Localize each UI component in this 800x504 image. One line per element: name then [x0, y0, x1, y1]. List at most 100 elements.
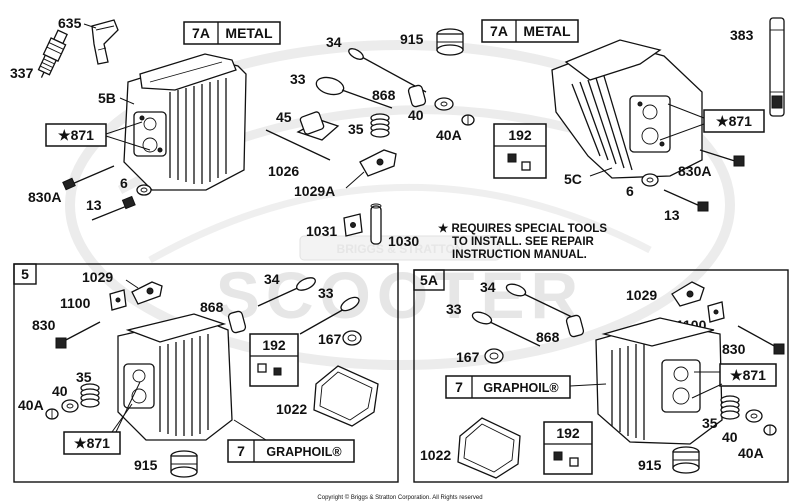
p5a-label-35: 35	[702, 415, 718, 431]
star-icon: ★	[58, 127, 71, 143]
spark-plug-group: 635 337	[10, 15, 119, 81]
label-1031: 1031	[306, 223, 337, 239]
label-830a-right: 830A	[678, 163, 711, 179]
sleeve-868-top	[407, 84, 427, 108]
p5a-label-871: 871	[743, 367, 767, 383]
label-830a-left: 830A	[28, 189, 61, 205]
cylinder-head-p5a	[595, 317, 723, 445]
p5-label-871: 871	[87, 435, 111, 451]
label-1026: 1026	[268, 163, 299, 179]
valve-34-top	[348, 48, 427, 93]
valve-45	[296, 111, 340, 141]
tube-383	[769, 17, 785, 117]
label-45: 45	[276, 109, 292, 125]
spring-35-top	[370, 113, 390, 138]
note-line-3: INSTRUCTION MANUAL.	[452, 249, 587, 261]
label-915-top: 915	[400, 31, 424, 47]
seal-915-top	[436, 28, 464, 56]
p5a-label-192: 192	[556, 425, 580, 441]
label-6-left: 6	[120, 175, 128, 191]
label-7a-right-text: METAL	[523, 23, 571, 39]
box-192-p5: 192	[249, 333, 299, 387]
label-33-top: 33	[290, 71, 306, 87]
p5-label-40: 40	[52, 383, 68, 399]
label-383: 383	[730, 27, 754, 43]
p5a-graphoil: GRAPHOIL®	[483, 381, 559, 395]
p5-label-40a: 40A	[18, 397, 44, 413]
label-13-right: 13	[664, 207, 680, 223]
p5a-label-1029: 1029	[626, 287, 657, 303]
bolt-830a-right	[699, 149, 745, 167]
panel-5a: 5A 34 33 1029 1100 868 167	[413, 269, 789, 483]
note-line-2: TO INSTALL. SEE REPAIR	[452, 236, 595, 248]
label-868-top: 868	[372, 87, 396, 103]
svg-text:★871: ★871	[716, 113, 752, 129]
panel-5: 5 1029 1100 830 34 33 868	[13, 263, 399, 483]
watermark-badge-text: BRIGGS & STRATTON	[337, 242, 464, 256]
p5-label-915: 915	[134, 457, 158, 473]
bolt-830a-left	[62, 165, 115, 191]
p5-label-167: 167	[318, 331, 342, 347]
p5-label-192: 192	[262, 337, 286, 353]
p5-graphoil: GRAPHOIL®	[266, 445, 342, 459]
seal-915-p5a	[672, 446, 700, 474]
washer-6-left	[136, 184, 152, 196]
valve-33-top	[315, 76, 393, 109]
keeper-40a-p5	[45, 408, 59, 420]
label-1030: 1030	[388, 233, 419, 249]
svg-text:★871: ★871	[730, 367, 766, 383]
valve-33-p5	[299, 296, 360, 335]
seal-167-p5a	[484, 348, 504, 364]
keeper-40a-p5a	[763, 424, 777, 436]
label-635: 635	[58, 15, 82, 31]
note-line-1: ★ REQUIRES SPECIAL TOOLS	[438, 222, 607, 235]
rocker-1029-p5	[131, 281, 163, 305]
guide-1031	[343, 213, 363, 237]
panel-5-id: 5	[21, 266, 29, 282]
bolt-13-left	[91, 195, 136, 221]
gasket-1022-p5	[313, 365, 379, 427]
p5-label-35: 35	[76, 369, 92, 385]
washer-6-right	[641, 173, 659, 187]
washer-40-p5a	[745, 409, 763, 423]
bolt-830-p5a	[737, 325, 785, 355]
bolt-13-right	[663, 189, 709, 212]
gasket-1022-p5a	[457, 417, 521, 479]
label-871-left: 871	[71, 127, 95, 143]
spark-plug-boot-drawing	[91, 19, 119, 65]
p5a-label-830: 830	[722, 341, 746, 357]
valve-34-p5	[257, 277, 316, 307]
graphoil-box-p5: 7 GRAPHOIL®	[227, 419, 355, 463]
pushrod-1026	[265, 129, 331, 161]
p5a-label-34: 34	[480, 279, 496, 295]
sleeve-868-p5	[227, 310, 247, 334]
p5a-label-40: 40	[722, 429, 738, 445]
metal-box-left: 7A METAL	[183, 21, 281, 45]
p5a-label-167: 167	[456, 349, 480, 365]
label-1029a: 1029A	[294, 183, 335, 199]
label-7a-left-text: METAL	[225, 25, 273, 41]
label-13-left: 13	[86, 197, 102, 213]
cooling-fins-left	[169, 78, 227, 184]
rocker-1029-p5a	[671, 281, 705, 307]
bolt-830-p5	[55, 321, 101, 349]
label-40-top: 40	[408, 107, 424, 123]
cylinder-head-p5	[117, 313, 233, 441]
p5a-label-33: 33	[446, 301, 462, 317]
washer-40-p5	[61, 399, 79, 413]
star-icon: ★	[730, 367, 743, 383]
p5-label-34: 34	[264, 271, 280, 287]
washer-40-top	[434, 97, 454, 111]
p5a-label-915: 915	[638, 457, 662, 473]
special-tools-note: ★ REQUIRES SPECIAL TOOLS TO INSTALL. SEE…	[438, 222, 607, 261]
panel-5a-id: 5A	[420, 272, 438, 288]
svg-text:★871: ★871	[58, 127, 94, 143]
label-7a-left-num: 7A	[192, 25, 210, 41]
label-192-top: 192	[508, 127, 532, 143]
star-871-box-left: ★871	[45, 121, 151, 151]
label-40a-top: 40A	[436, 127, 462, 143]
rocker-1029a	[359, 149, 397, 177]
spring-35-p5	[80, 383, 100, 408]
